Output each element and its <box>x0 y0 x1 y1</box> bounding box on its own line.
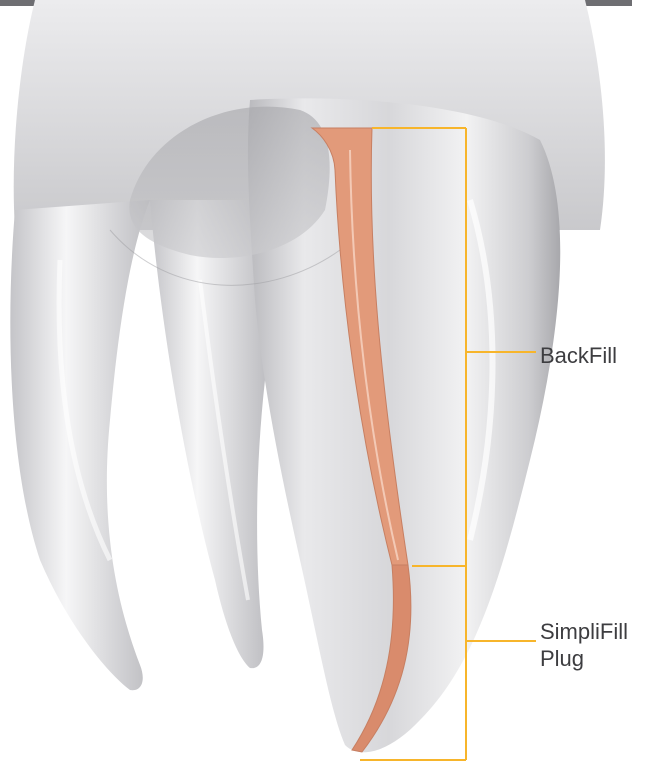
simplifill-plug-label: SimpliFill Plug <box>540 618 628 672</box>
plug-label-line1: SimpliFill <box>540 618 628 645</box>
tooth-root-middle <box>150 200 268 668</box>
tooth-root-left <box>10 200 150 690</box>
backfill-label: BackFill <box>540 342 617 369</box>
plug-label-line2: Plug <box>540 645 628 672</box>
